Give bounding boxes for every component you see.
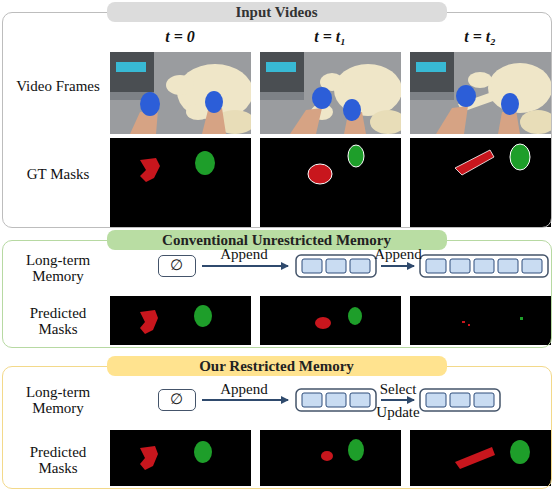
mask-image bbox=[260, 296, 401, 345]
row-label: Predicted Masks bbox=[10, 444, 106, 476]
time-label: t = 0 bbox=[140, 28, 220, 46]
memory-bank bbox=[420, 255, 548, 277]
arrow bbox=[202, 265, 288, 267]
row-label: GT Masks bbox=[10, 166, 106, 182]
arrow bbox=[381, 265, 414, 267]
row-label: Long-term Memory bbox=[10, 384, 106, 416]
mask-image bbox=[260, 138, 401, 227]
row-label: Append bbox=[209, 246, 279, 262]
mask-image bbox=[410, 138, 551, 227]
video-frame bbox=[410, 52, 554, 134]
video-frame bbox=[260, 52, 406, 134]
row-label: Append bbox=[209, 381, 279, 397]
mask-image bbox=[410, 296, 551, 345]
panel-heading: Our Restricted Memory bbox=[107, 356, 447, 376]
time-label: t = t₂ bbox=[440, 28, 520, 46]
mask-image bbox=[110, 296, 251, 345]
arrow bbox=[381, 399, 414, 401]
mask-image bbox=[260, 430, 401, 486]
mask-image bbox=[110, 138, 251, 227]
mask-image bbox=[110, 430, 251, 486]
row-label: Predicted Masks bbox=[10, 305, 106, 337]
video-frame bbox=[110, 52, 255, 134]
row-label: Long-term Memory bbox=[10, 252, 106, 284]
row-label: Append bbox=[368, 246, 428, 262]
memory-bank bbox=[296, 255, 376, 277]
box-symbol: ∅ bbox=[159, 390, 195, 410]
time-label: t = t₁ bbox=[290, 28, 370, 46]
box-symbol: ∅ bbox=[159, 256, 195, 276]
empty-memory-box: ∅ bbox=[158, 255, 196, 277]
arrow bbox=[202, 399, 288, 401]
row-label: Select bbox=[368, 381, 428, 397]
row-label: Video Frames bbox=[10, 78, 106, 94]
empty-memory-box: ∅ bbox=[158, 389, 196, 411]
panel-heading: Input Videos bbox=[107, 2, 447, 22]
memory-bank bbox=[420, 389, 500, 411]
row-label: Update bbox=[368, 404, 428, 420]
mask-image bbox=[410, 430, 551, 486]
memory-bank bbox=[296, 389, 376, 411]
